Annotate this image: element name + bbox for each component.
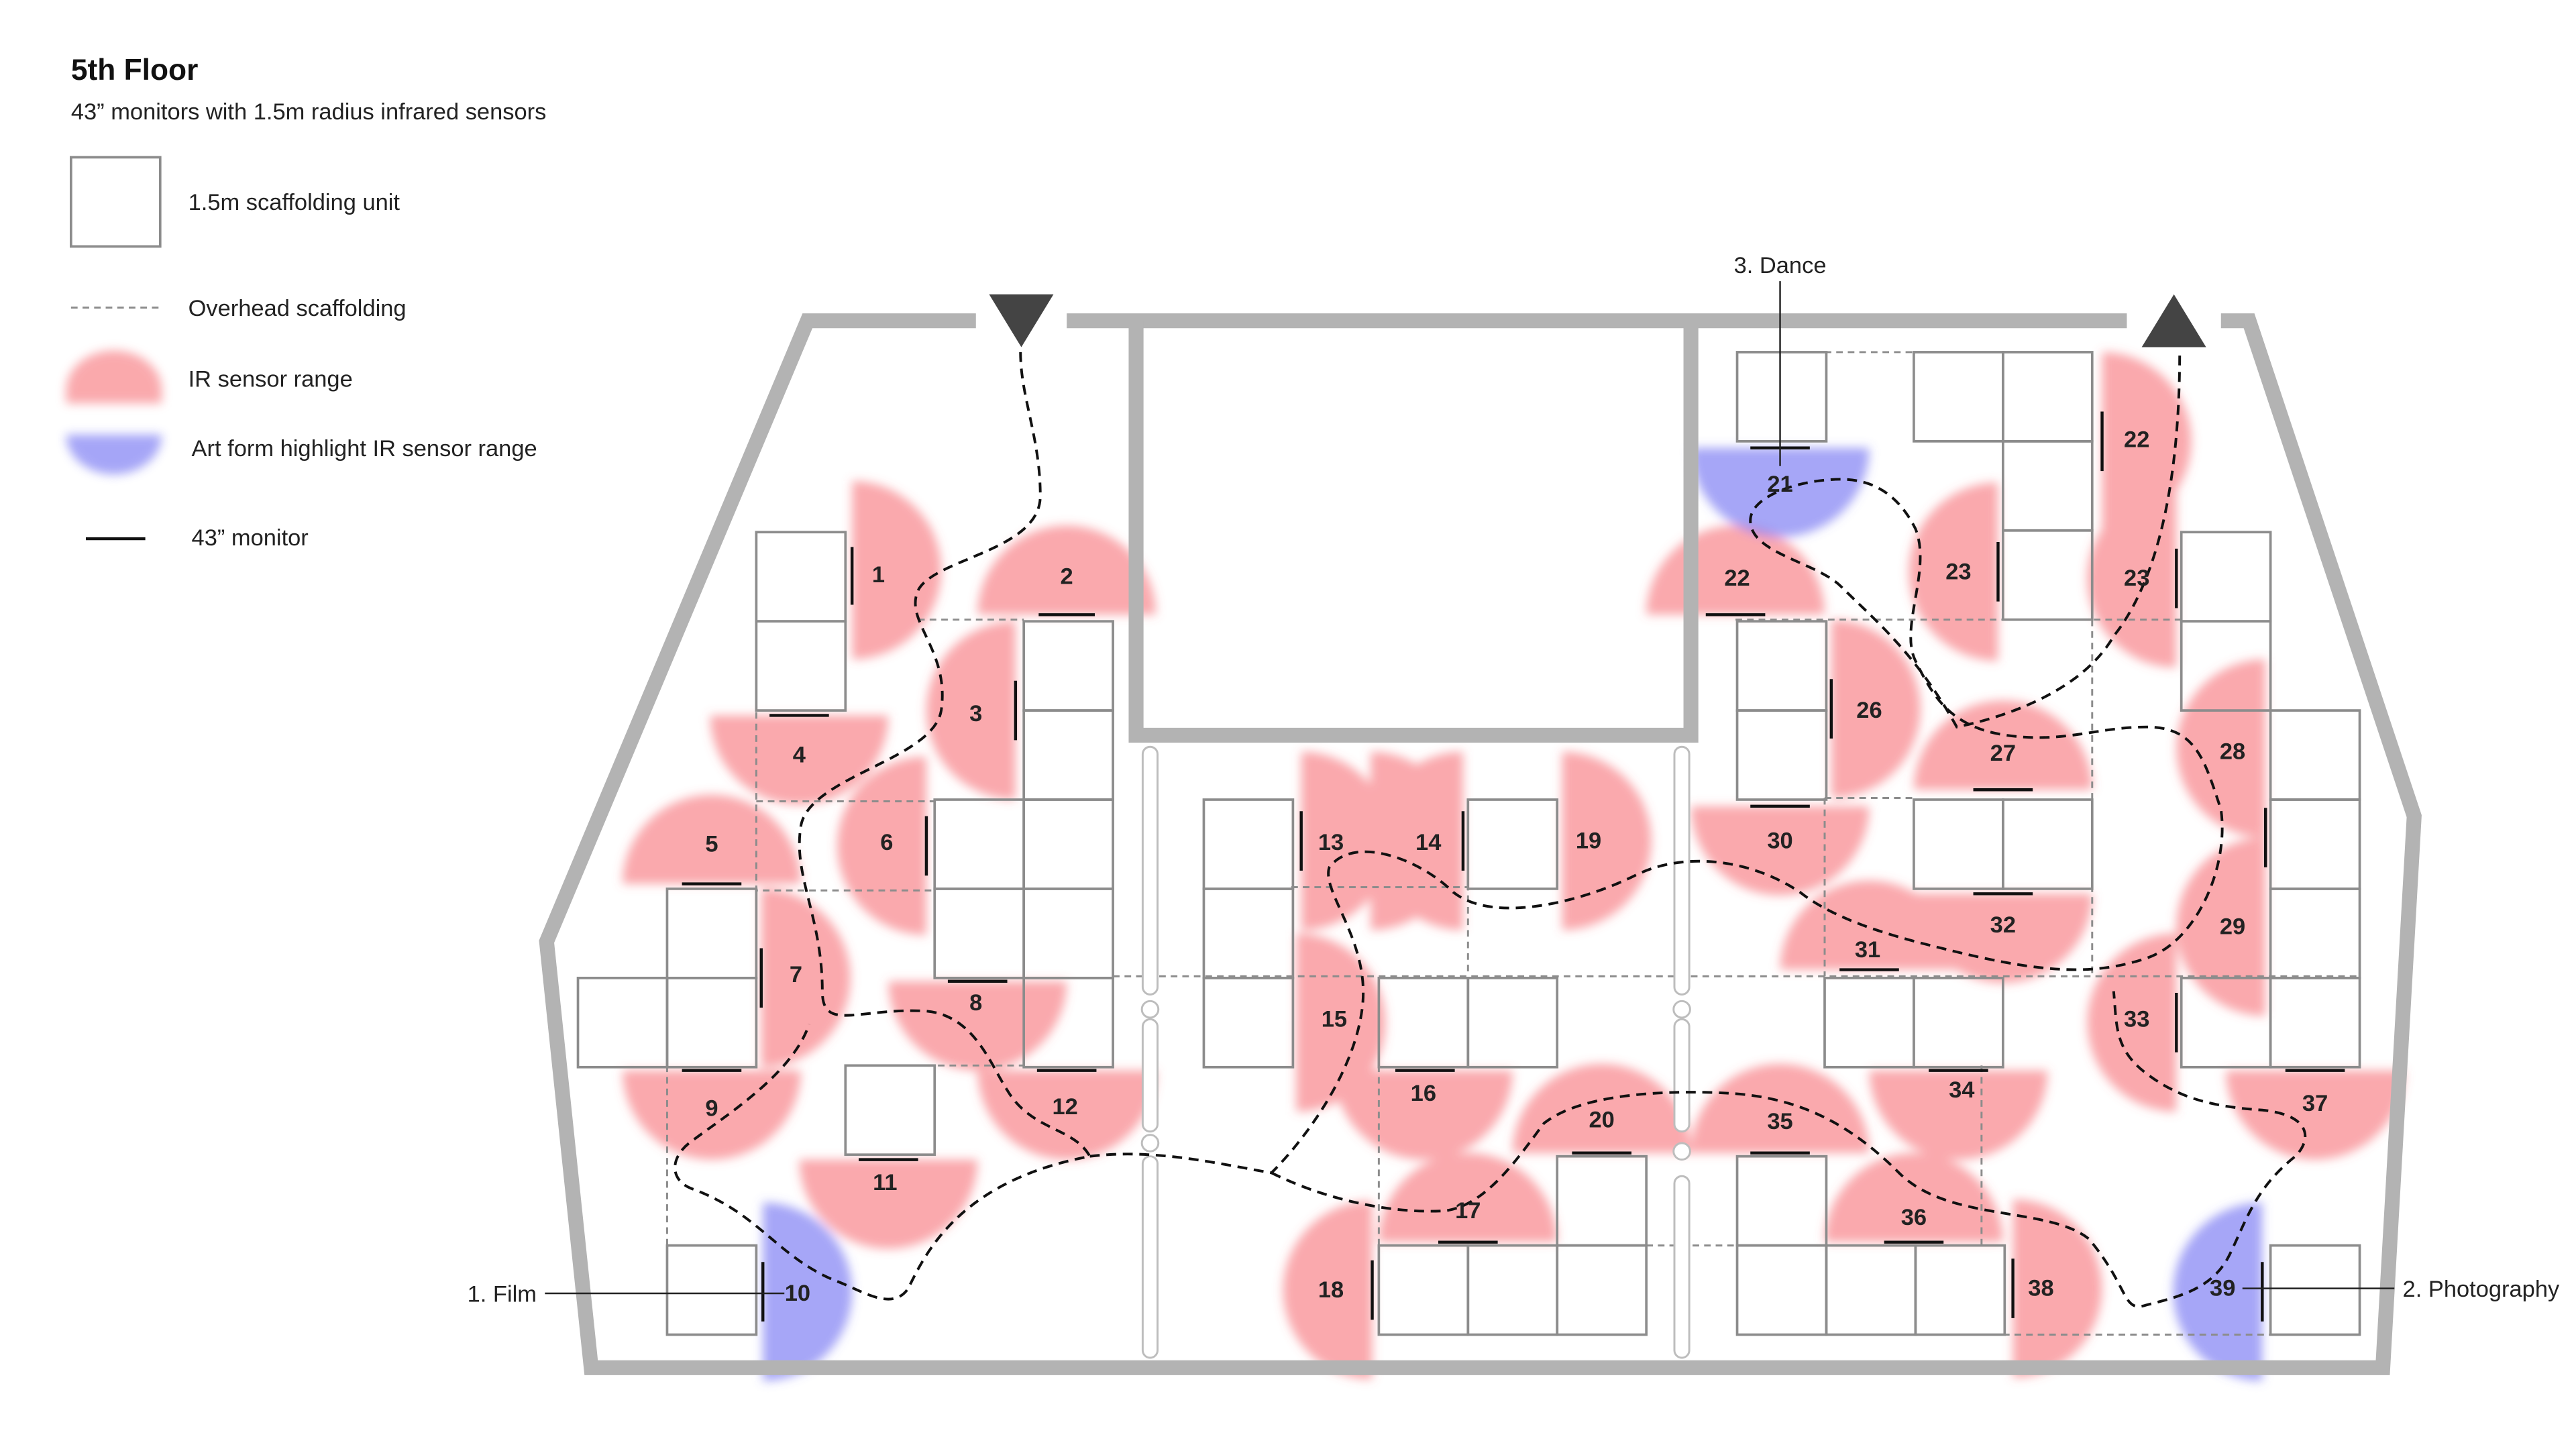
station-label: 23 [2124, 566, 2149, 591]
sensor-range-12 [977, 1070, 1157, 1160]
callout-dance: 3. Dance [1734, 253, 1827, 278]
sensor-range-14 [1374, 751, 1463, 930]
sensor-range-33 [2087, 933, 2177, 1112]
callouts: 1. Film 2. Photography 3. Dance [468, 253, 2560, 1307]
sensor-range-38 [2012, 1199, 2102, 1378]
triangle-down-icon [989, 294, 1054, 347]
station-label: 34 [1949, 1077, 1974, 1103]
sensor-range-4 [710, 715, 889, 805]
page-subtitle: 43” monitors with 1.5m radius infrared s… [71, 99, 546, 125]
sensor-range-7 [761, 888, 851, 1067]
highlight-range-39 [2173, 1202, 2263, 1381]
station-label: 28 [2220, 739, 2245, 765]
station-label: 29 [2220, 914, 2245, 940]
station-label: 22 [2124, 427, 2149, 452]
page-title: 5th Floor [71, 54, 198, 87]
legend: 5th Floor 43” monitors with 1.5m radius … [66, 54, 546, 551]
station-label: 20 [1589, 1108, 1615, 1133]
callout-film: 1. Film [468, 1281, 537, 1307]
station-label: 1 [872, 562, 885, 588]
station-label: 36 [1901, 1205, 1927, 1230]
sensor-range-18 [1283, 1201, 1373, 1379]
station-label: 38 [2028, 1276, 2053, 1301]
station-label: 30 [1767, 828, 1792, 854]
visitor-path-lower [1271, 991, 2307, 1308]
station-labels: 1 2 3 4 5 6 7 8 9 10 11 12 13 14 15 16 1… [705, 427, 2328, 1306]
station-label: 12 [1053, 1094, 1078, 1120]
station-label: 16 [1411, 1081, 1436, 1106]
legend-ir-label: IR sensor range [189, 367, 353, 392]
legend-scaffold-label: 1.5m scaffolding unit [189, 190, 400, 215]
station-label: 31 [1855, 937, 1880, 963]
station-label: 7 [790, 962, 802, 987]
station-label: 4 [793, 743, 806, 768]
sensor-range-19 [1562, 751, 1652, 930]
station-label: 32 [1990, 912, 2016, 938]
station-label: 26 [1856, 698, 1882, 723]
pillars [1140, 745, 1691, 1359]
legend-highlight-label: Art form highlight IR sensor range [192, 436, 537, 462]
sensor-range-20 [1512, 1063, 1691, 1153]
sensor-range-32 [1913, 894, 2092, 983]
sensor-range-13 [1301, 751, 1391, 930]
station-label: 35 [1767, 1109, 1792, 1134]
station-label: 10 [785, 1281, 810, 1306]
sensor-range-23a [1909, 482, 1998, 661]
sensor-range-29 [2176, 837, 2266, 1016]
triangle-up-icon [2141, 294, 2206, 347]
station-label: 19 [1576, 828, 1601, 854]
legend-highlight-swatch [66, 435, 162, 475]
station-label: 3 [969, 701, 982, 727]
station-label: 11 [873, 1170, 897, 1195]
sensor-range-22b [2102, 352, 2192, 531]
sensor-range-35 [1690, 1063, 1870, 1153]
visitor-path [674, 352, 1092, 1301]
atrium-wall [1128, 321, 1699, 743]
sensor-range-26 [1831, 619, 1921, 798]
sensor-range-11 [799, 1159, 978, 1249]
walls [539, 313, 2422, 1375]
sensor-ranges [623, 352, 2404, 1381]
station-label: 18 [1318, 1277, 1344, 1303]
legend-monitor-label: 43” monitor [192, 525, 309, 551]
station-label: 22 [1724, 566, 1750, 591]
sensor-range-8 [888, 981, 1067, 1071]
sensor-range-3 [926, 621, 1016, 800]
monitors [682, 411, 2345, 1322]
station-label: 5 [705, 831, 718, 857]
station-label: 2 [1061, 564, 1073, 590]
highlight-range-21 [1690, 447, 1870, 537]
sensor-range-23b [2087, 489, 2177, 668]
sensor-range-27 [1913, 700, 2092, 790]
scaffolding-units [576, 351, 2361, 1336]
station-label: 27 [1990, 741, 2016, 766]
station-label: 8 [969, 990, 982, 1016]
station-label: 13 [1318, 830, 1344, 855]
sensor-range-2 [977, 525, 1157, 615]
station-label: 14 [1415, 830, 1441, 855]
callout-photography: 2. Photography [2403, 1277, 2560, 1302]
sensor-range-36 [1825, 1152, 2003, 1242]
station-label: 37 [2302, 1091, 2328, 1116]
station-label: 21 [1767, 472, 1792, 497]
visitor-path-middle [1089, 352, 2224, 1175]
station-label: 9 [705, 1095, 718, 1121]
legend-scaffold-swatch [70, 156, 162, 248]
sensor-range-34 [1869, 1070, 2048, 1160]
station-label: 17 [1455, 1198, 1481, 1224]
station-label: 39 [2210, 1276, 2235, 1301]
station-label: 6 [880, 830, 893, 855]
legend-ir-swatch [66, 350, 162, 404]
station-label: 23 [1945, 559, 1971, 584]
legend-overhead-label: Overhead scaffolding [189, 296, 407, 321]
sensor-range-17 [1379, 1152, 1558, 1242]
outer-wall [539, 313, 2422, 1375]
sensor-range-37 [2226, 1070, 2404, 1160]
highlight-range-10 [763, 1202, 853, 1381]
station-label: 15 [1322, 1006, 1347, 1032]
sensor-range-28 [2176, 659, 2266, 838]
station-label: 33 [2124, 1006, 2149, 1032]
sensor-range-1 [852, 480, 942, 659]
